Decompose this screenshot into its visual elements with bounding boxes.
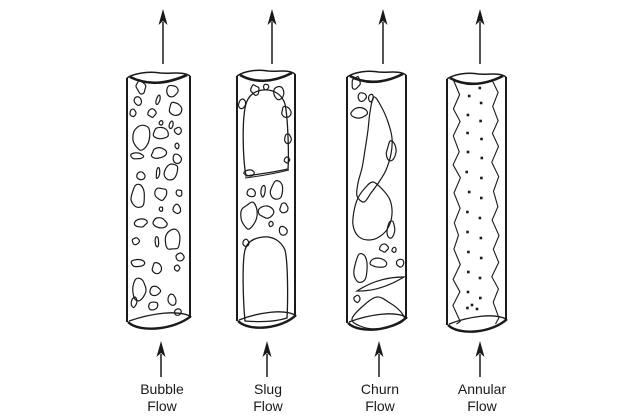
label-churn-flow: Churn Flow bbox=[330, 381, 430, 415]
inlet-arrow-icon-bubble-flow bbox=[156, 341, 166, 377]
inlet-arrow-icon-slug-flow bbox=[262, 341, 272, 377]
up-arrow-icon-slug-flow bbox=[267, 9, 277, 64]
tube-annular-flow bbox=[446, 72, 508, 333]
up-arrow-icon-bubble-flow bbox=[158, 9, 168, 64]
label-annular-flow-line2: Flow bbox=[467, 398, 497, 414]
label-churn-flow-line2: Flow bbox=[365, 398, 395, 414]
label-churn-flow-line1: Churn bbox=[360, 381, 400, 397]
label-bubble-flow: Bubble Flow bbox=[112, 381, 212, 415]
label-bubble-flow-line2: Flow bbox=[147, 398, 177, 414]
pattern-annular bbox=[452, 79, 500, 325]
pattern-bubble bbox=[129, 79, 185, 316]
label-slug-flow: Slug Flow bbox=[218, 381, 318, 415]
tube-bubble-flow bbox=[126, 71, 192, 330]
tube-slug-flow bbox=[236, 69, 297, 329]
inlet-arrow-icon-churn-flow bbox=[374, 341, 384, 377]
label-slug-flow-line1: Slug bbox=[253, 381, 283, 397]
pattern-slug bbox=[237, 83, 292, 323]
tube-column-slug-flow bbox=[236, 9, 297, 377]
tube-column-churn-flow bbox=[346, 9, 408, 377]
tube-churn-flow bbox=[346, 70, 408, 331]
label-slug-flow-line2: Flow bbox=[253, 398, 283, 414]
up-arrow-icon-annular-flow bbox=[475, 9, 485, 64]
tube-column-bubble-flow bbox=[126, 9, 192, 377]
label-annular-flow: Annular Flow bbox=[432, 381, 532, 415]
label-bubble-flow-line1: Bubble bbox=[140, 381, 184, 397]
inlet-arrow-icon-annular-flow bbox=[475, 341, 485, 377]
tube-column-annular-flow bbox=[446, 9, 508, 377]
label-annular-flow-line1: Annular bbox=[457, 381, 507, 397]
pattern-churn bbox=[350, 76, 407, 330]
up-arrow-icon-churn-flow bbox=[378, 9, 388, 64]
